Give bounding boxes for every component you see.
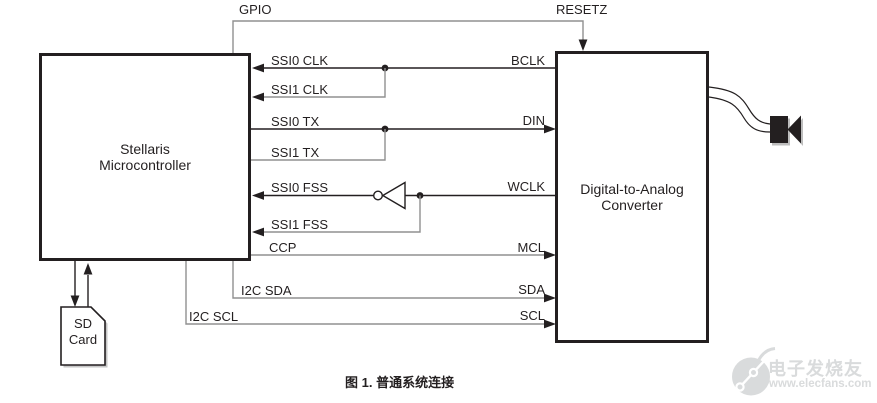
mcu-label-line2: Microcontroller [99, 157, 191, 173]
wire-ssi0fss-wclk [252, 191, 555, 200]
wire-ccp-mcl [251, 250, 556, 260]
label-gpio: GPIO [239, 2, 272, 17]
watermark-site: www.elecfans.com [769, 378, 872, 390]
wire-sd-down [70, 261, 80, 307]
scl-arrowhead-icon [544, 319, 556, 329]
label-din: DIN [522, 113, 545, 128]
wire-gpio-resetz [232, 20, 588, 53]
label-sda: SDA [518, 282, 545, 297]
elecfans-logo-icon [732, 347, 776, 396]
figure-caption: 图 1. 普通系统连接 [345, 375, 455, 390]
wire-i2c-sda [232, 261, 556, 303]
ssi1fss-arrowhead-icon [252, 227, 264, 237]
inverter-gate-icon [373, 181, 406, 210]
dac-label-line1: Digital-to-Analog [580, 181, 684, 197]
wire-ssi1fss [252, 195, 421, 237]
sda-arrowhead-icon [544, 293, 556, 303]
label-mcl: MCL [517, 240, 545, 255]
mcu-block: Stellaris Microcontroller [39, 53, 251, 261]
label-ssi0-fss: SSI0 FSS [271, 180, 329, 195]
ssi1clk-arrowhead-icon [252, 92, 264, 102]
dac-block: Digital-to-Analog Converter [555, 51, 709, 343]
mcl-arrowhead-icon [544, 250, 556, 260]
label-ssi1-tx: SSI1 TX [271, 145, 320, 160]
resetz-arrowhead-icon [578, 39, 588, 51]
wire-i2c-scl [185, 261, 556, 329]
label-bclk: BCLK [511, 53, 545, 68]
label-ssi1-fss: SSI1 FSS [271, 217, 329, 232]
wire-sd-up [83, 263, 93, 307]
speaker-icon [770, 115, 803, 146]
ssi0clk-arrowhead-icon [252, 63, 264, 73]
mcu-label-line1: Stellaris [120, 141, 170, 157]
label-i2c-scl: I2C SCL [189, 309, 239, 324]
wire-ssi1tx [251, 129, 386, 161]
label-ssi0-clk: SSI0 CLK [271, 53, 329, 68]
label-i2c-sda: I2C SDA [241, 283, 292, 298]
wire-ssi1clk [252, 68, 386, 102]
sd-down-arrowhead-icon [70, 295, 80, 307]
label-ssi1-clk: SSI1 CLK [271, 82, 329, 97]
din-arrowhead-icon [544, 124, 556, 134]
label-ssi0-tx: SSI0 TX [271, 114, 320, 129]
sd-card-label: SD Card [68, 316, 98, 347]
dac-label-line2: Converter [601, 197, 663, 213]
label-ccp: CCP [269, 240, 297, 255]
label-resetz: RESETZ [556, 2, 608, 17]
sd-card-shape [60, 306, 108, 368]
sd-up-arrowhead-icon [83, 263, 93, 275]
label-scl: SCL [519, 308, 545, 323]
label-wclk: WCLK [507, 179, 545, 194]
ssi0fss-arrowhead-icon [252, 191, 264, 200]
watermark-brand: 电子发烧友 [768, 359, 863, 379]
speaker-wires [708, 86, 771, 133]
